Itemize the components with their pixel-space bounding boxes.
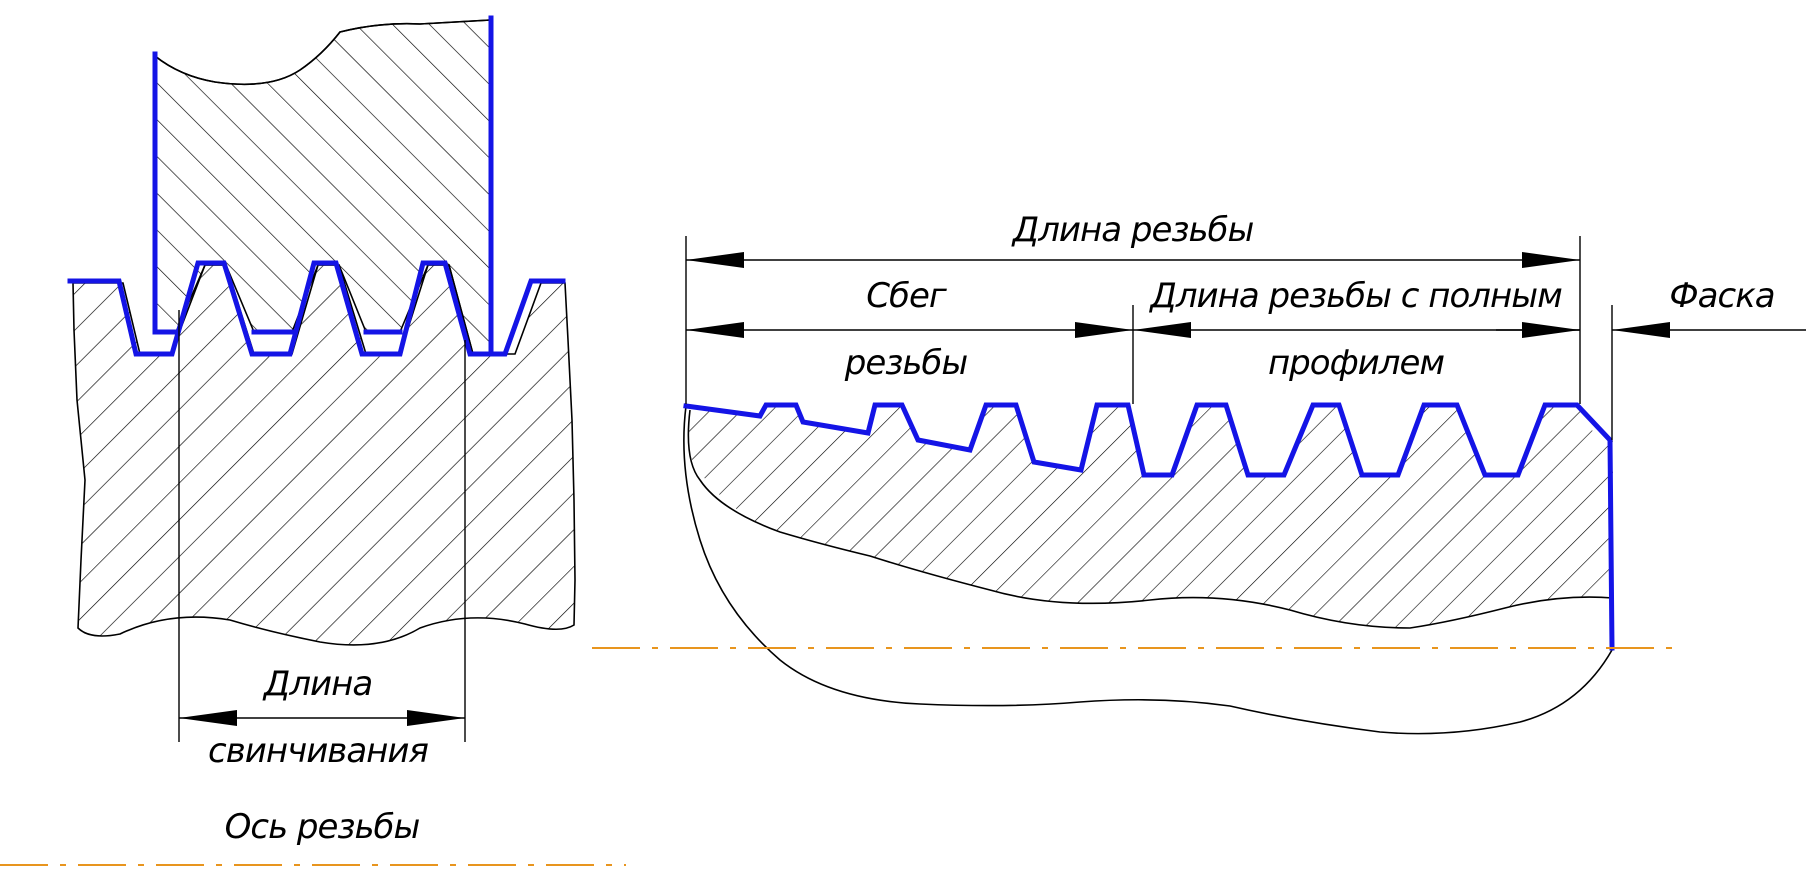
threaded-zone-body xyxy=(686,405,1613,628)
arrowhead-thread-left xyxy=(686,252,744,268)
thread-axis-label: Ось резьбы xyxy=(225,807,420,847)
full-profile-label-line1: Длина резьбы с полным xyxy=(1148,276,1562,316)
runout-label-line1: Сбег xyxy=(866,276,948,316)
threaded-joint-figure: Длина свинчивания Ось резьбы xyxy=(0,15,626,866)
arrowhead-runout-right xyxy=(1075,322,1133,338)
arrowhead-chamfer xyxy=(1612,322,1670,338)
full-profile-label-line2: профилем xyxy=(1268,343,1444,383)
thread-length-label: Длина резьбы xyxy=(1011,210,1254,250)
threaded-zone-boundary xyxy=(687,409,1614,629)
arrowhead-left xyxy=(179,710,237,726)
runout-thread-profile xyxy=(683,402,1615,651)
chamfer-label: Фаска xyxy=(1669,276,1774,316)
nut-break-line xyxy=(154,19,492,86)
arrowhead-full-left xyxy=(1133,322,1191,338)
thread-runout-figure: Длина резьбы Сбег резьбы Длина резьбы с … xyxy=(592,210,1806,735)
arrowhead-right xyxy=(407,710,465,726)
engagement-label-line2: свинчивания xyxy=(208,731,428,771)
arrowhead-thread-right xyxy=(1522,252,1580,268)
shaft-break-outline xyxy=(683,405,1614,735)
nut-profile-line xyxy=(152,15,494,357)
external-thread-body xyxy=(72,264,576,646)
engagement-label-line1: Длина xyxy=(262,664,372,704)
arrowhead-runout-left xyxy=(686,322,744,338)
runout-label-line2: резьбы xyxy=(844,343,968,383)
